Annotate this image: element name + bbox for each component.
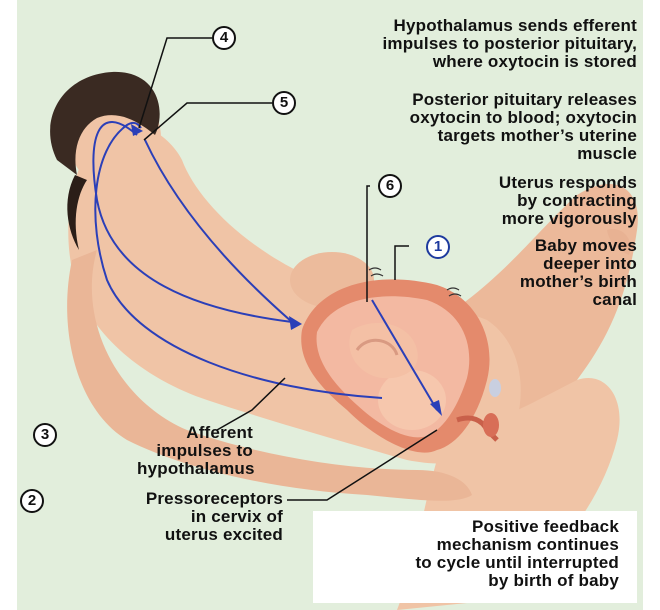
summary-line: to cycle until interrupted	[313, 554, 619, 572]
step-2-line: Pressoreceptors	[45, 490, 283, 508]
summary-line: Positive feedback	[313, 518, 619, 536]
step-6-line: by contracting	[409, 192, 637, 210]
diagram-panel: 4 Hypothalamus sends efferent impulses t…	[17, 0, 643, 610]
step-1-line: canal	[485, 291, 637, 309]
step-5-line: muscle	[302, 145, 637, 163]
step-1-badge: 1	[426, 235, 450, 259]
step-1-label: Baby moves deeper into mother’s birth ca…	[485, 237, 637, 309]
step-3-line: impulses to	[137, 442, 253, 460]
step-6-label: Uterus responds by contracting more vigo…	[409, 174, 637, 228]
step-6-line: more vigorously	[409, 210, 637, 228]
step-4-label: Hypothalamus sends efferent impulses to …	[253, 17, 637, 71]
step-5-line: targets mother’s uterine	[302, 127, 637, 145]
summary-line: mechanism continues	[313, 536, 619, 554]
step-5-badge: 5	[272, 91, 296, 115]
step-3-badge: 3	[33, 423, 57, 447]
step-2-line: uterus excited	[45, 526, 283, 544]
step-6-line: Uterus responds	[409, 174, 637, 192]
summary-text: Positive feedback mechanism continues to…	[313, 518, 619, 590]
step-1-line: mother’s birth	[485, 273, 637, 291]
step-5-line: oxytocin to blood; oxytocin	[302, 109, 637, 127]
summary-line: by birth of baby	[313, 572, 619, 590]
summary-box: Positive feedback mechanism continues to…	[313, 511, 637, 603]
step-5-line: Posterior pituitary releases	[302, 91, 637, 109]
step-3-line: hypothalamus	[137, 460, 253, 478]
step-2-badge: 2	[20, 489, 44, 513]
step-4-badge: 4	[212, 26, 236, 50]
step-1-line: deeper into	[485, 255, 637, 273]
step-5-label: Posterior pituitary releases oxytocin to…	[302, 91, 637, 163]
step-6-badge: 6	[378, 174, 402, 198]
step-4-line: impulses to posterior pituitary,	[253, 35, 637, 53]
step-4-line: Hypothalamus sends efferent	[253, 17, 637, 35]
step-2-label: Pressoreceptors in cervix of uterus exci…	[45, 490, 283, 544]
step-4-line: where oxytocin is stored	[253, 53, 637, 71]
step-3-line: Afferent	[137, 424, 253, 442]
fetus-head	[378, 370, 446, 430]
step-1-line: Baby moves	[485, 237, 637, 255]
step-3-label: Afferent impulses to hypothalamus	[137, 424, 253, 478]
step-2-line: in cervix of	[45, 508, 283, 526]
